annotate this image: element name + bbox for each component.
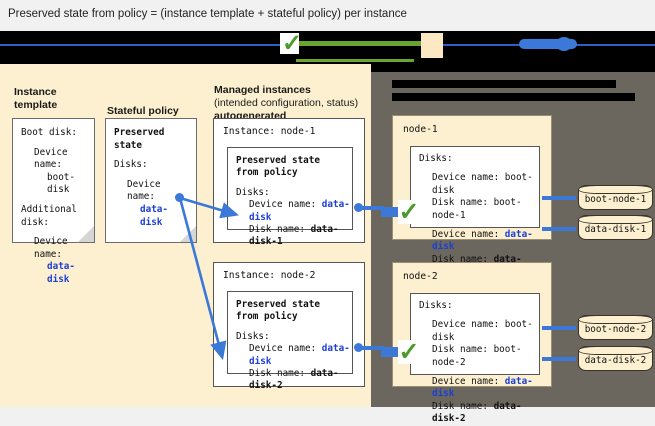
legend-check-background [280, 33, 299, 54]
disks-label: Disks: [114, 159, 148, 171]
instance-title: Instance: node-2 [223, 270, 316, 281]
disk-cylinder-data-disk-2: data-disk-2 [578, 346, 653, 371]
heading-line-2: template [14, 99, 58, 111]
data-disk-name-label: Disk name: [432, 253, 488, 265]
legend-green-line-secondary [296, 59, 414, 62]
disks-label: Disks: [236, 330, 270, 342]
connector-segment-node-1 [358, 206, 384, 210]
legend-blue-dot-icon [556, 37, 572, 51]
card-instance-template: Boot disk: Device name: boot-disk Additi… [12, 118, 95, 285]
disk-link-data-disk-1 [542, 227, 576, 231]
device-name-value: data-disk [140, 203, 168, 228]
legend-tan-swatch [421, 33, 443, 58]
device-name-label: Device name: [249, 343, 317, 355]
disk-label: boot-node-1 [584, 194, 647, 205]
preserved-state-line-2: from policy [236, 167, 298, 179]
data-device-name-label: Device name: [432, 229, 500, 241]
boot-device-name-value: boot-disk [47, 171, 75, 196]
check-icon: ✓ [282, 30, 303, 57]
disk-link-data-disk-2 [542, 357, 576, 361]
column-heading-stateful-policy: Stateful policy [107, 105, 197, 118]
check-icon-node-2: ✓ [398, 338, 420, 366]
boot-device-name-label: Device name: [34, 146, 68, 171]
preserved-state-box: Preserved state from policy Disks: Devic… [227, 147, 353, 247]
connector-origin-dot [175, 193, 184, 202]
managed-instance-card-node-2: Instance: node-2 Preserved state from po… [213, 262, 365, 391]
device-name-value: data-disk [249, 343, 350, 367]
disks-label: Disks: [419, 300, 453, 311]
preserved-state-box: Preserved state from policy Disks: Devic… [227, 291, 353, 391]
disk-name-value: data-disk-2 [249, 368, 339, 392]
additional-disk-label-2: disk: [21, 216, 49, 228]
connector-stub-node-1 [381, 207, 399, 217]
data-device-name-value: data-disk [432, 229, 533, 253]
preserved-state-line-1: Preserved state [236, 299, 320, 310]
redacted-bar-line1 [392, 80, 616, 88]
disk-label: data-disk-1 [584, 224, 647, 235]
boot-device-name: Device name: boot-disk [432, 172, 533, 196]
heading-line-1: Managed instances [214, 84, 311, 96]
legend-green-line [296, 41, 421, 46]
device-name-label: Device name: [249, 199, 317, 211]
additional-disk-label-1: Additional [21, 203, 77, 215]
disk-name-label: Disk name: [249, 368, 305, 380]
device-name-label: Device name: [127, 178, 161, 203]
heading-line-1: Stateful policy [107, 105, 179, 117]
additional-device-name-value: data-disk [47, 261, 75, 285]
legend-blue-swatch [519, 39, 577, 49]
redacted-bar-line2 [392, 93, 635, 101]
disk-name-label: Disk name: [249, 224, 305, 236]
device-name-value: data-disk [249, 199, 350, 223]
node-disks-box: Disks: Device name: boot-disk Disk name:… [410, 146, 540, 277]
check-icon-node-1: ✓ [398, 198, 420, 226]
node-name: node-2 [403, 271, 438, 282]
card-stateful-policy: Preserved state Disks: Device name: data… [105, 118, 197, 243]
disks-label: Disks: [236, 186, 270, 198]
disk-cylinder-boot-node-1: boot-node-1 [578, 185, 653, 210]
column-heading-instance-template: Instance template [14, 86, 84, 112]
disk-name-value: data-disk-1 [249, 224, 339, 248]
disk-link-boot-node-1 [542, 196, 576, 200]
disk-cylinder-data-disk-1: data-disk-1 [578, 215, 653, 240]
node-disks-box: Disks: Device name: boot-disk Disk name:… [410, 293, 540, 424]
additional-device-name-label: Device name: [34, 236, 68, 260]
disk-label: boot-node-2 [584, 324, 647, 335]
page-title: Preserved state from policy = (instance … [8, 8, 407, 20]
disks-label: Disks: [419, 153, 453, 164]
disk-label: data-disk-2 [584, 355, 647, 366]
disk-cylinder-boot-node-2: boot-node-2 [578, 315, 653, 340]
connector-stub-node-2 [381, 347, 399, 357]
preserved-state-line-1: Preserved state [236, 155, 320, 166]
connector-segment-node-2 [358, 346, 384, 350]
diagram-canvas: Preserved state from policy = (instance … [0, 0, 655, 407]
instance-title: Instance: node-1 [223, 126, 316, 137]
right-panel-bottom-strip [371, 391, 655, 407]
data-device-name-value: data-disk [432, 376, 533, 400]
node-panel-node-2: node-2 Disks: Device name: boot-disk Dis… [392, 262, 552, 424]
data-device-name-label: Device name: [432, 376, 500, 388]
managed-instance-card-node-1: Instance: node-1 Preserved state from po… [213, 118, 365, 247]
preserved-state-line-2: state [114, 139, 142, 151]
redacted-bar-top [371, 64, 655, 72]
heading-line-1: Instance [14, 86, 57, 98]
boot-disk-label: Boot disk: [21, 127, 77, 138]
heading-line-2: (intended configuration, status) [214, 97, 359, 109]
boot-device-name: Device name: boot-disk [432, 319, 533, 343]
preserved-state-line-1: Preserved [114, 127, 165, 138]
data-disk-name-label: Disk name: [432, 400, 488, 412]
disk-link-boot-node-2 [542, 326, 576, 330]
boot-disk-name: Disk name: boot-node-1 [432, 197, 522, 221]
left-panel-bottom-strip [0, 391, 371, 407]
node-name: node-1 [403, 124, 438, 135]
boot-disk-name: Disk name: boot-node-2 [432, 344, 522, 368]
preserved-state-line-2: from policy [236, 311, 298, 323]
